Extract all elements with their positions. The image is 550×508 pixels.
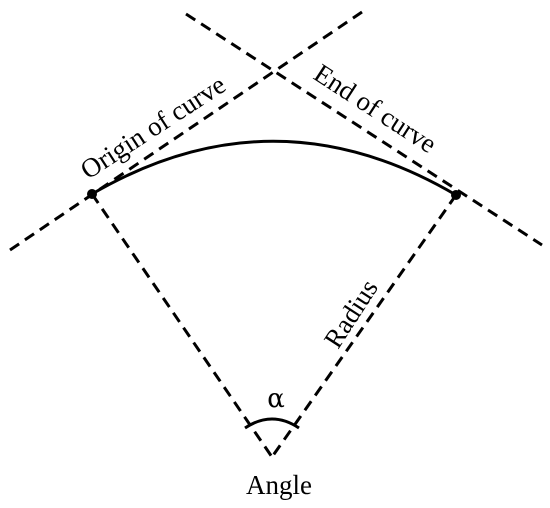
origin-point [87, 189, 97, 199]
angle-arc [244, 417, 300, 430]
tangent-line-origin [9, 10, 363, 252]
end-of-curve-label: End of curve [309, 58, 442, 159]
radius-line-end [270, 194, 458, 458]
alpha-label: α [267, 384, 285, 414]
tangent-line-end [185, 12, 543, 247]
circular-curve [91, 139, 457, 197]
end-point [451, 190, 461, 200]
radius-line-origin [90, 193, 274, 458]
origin-of-curve-label: Origin of curve [75, 69, 231, 185]
angle-label: Angle [246, 470, 312, 500]
